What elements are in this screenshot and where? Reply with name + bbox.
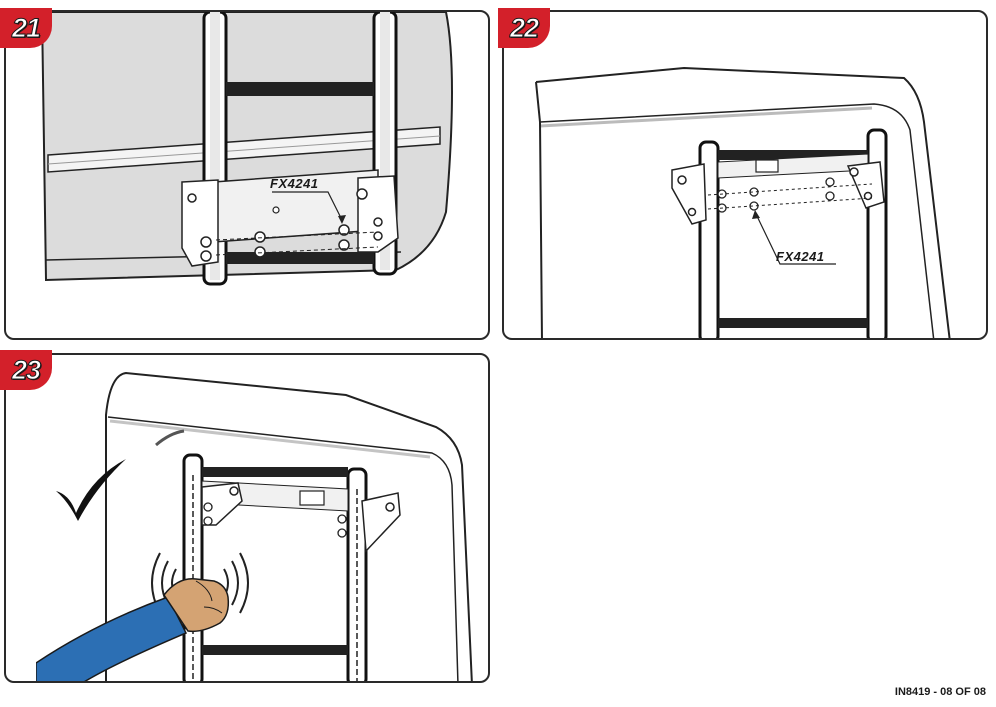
step-number: 21 bbox=[11, 12, 41, 43]
part-code-label: FX4241 bbox=[270, 176, 319, 191]
step-23-badge: 23 bbox=[0, 350, 52, 390]
step-21-illustration bbox=[40, 12, 453, 286]
step-22-badge: 22 bbox=[498, 8, 550, 48]
step-23-panel bbox=[4, 353, 490, 683]
step-23-illustration bbox=[105, 371, 473, 681]
checkmark-icon bbox=[56, 459, 126, 521]
part-code-label: FX4241 bbox=[776, 249, 825, 264]
step-number: 22 bbox=[509, 12, 539, 43]
page-footer: IN8419 - 08 OF 08 bbox=[894, 686, 986, 698]
step-21-panel bbox=[4, 10, 490, 340]
step-22-illustration bbox=[535, 66, 951, 338]
step-21-badge: 21 bbox=[0, 8, 52, 48]
step-number: 23 bbox=[11, 354, 41, 385]
step-22-panel bbox=[502, 10, 988, 340]
hand-arm-illustration bbox=[36, 578, 230, 681]
